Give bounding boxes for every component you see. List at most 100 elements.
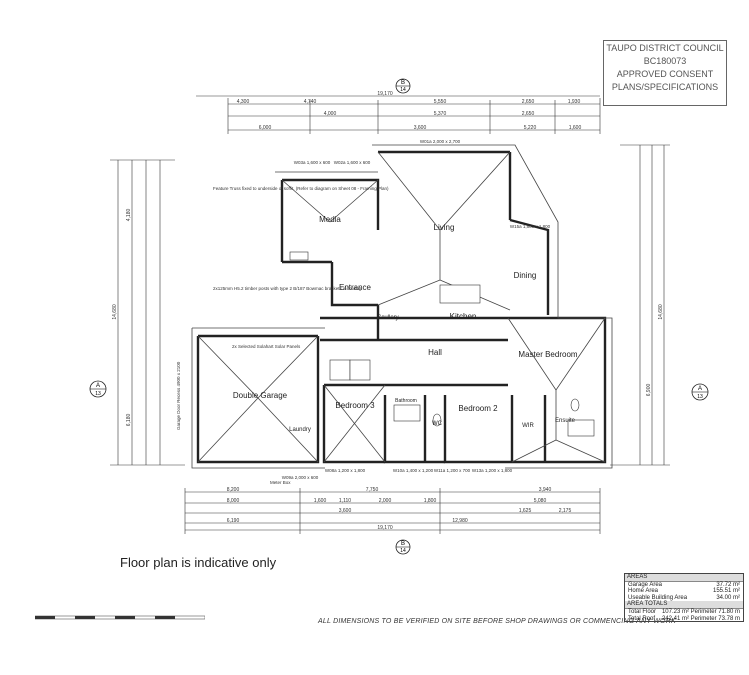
dim-top-4: 2,650 (522, 99, 535, 105)
window-w11a: W11a 1,200 x 700 (434, 468, 471, 473)
dim-top-overall: 19,170 (377, 91, 393, 97)
areas-totals-header: AREA TOTALS (625, 601, 743, 609)
room-double-garage: Double Garage (233, 391, 288, 400)
dim-top-5: 1,930 (568, 99, 581, 105)
areas-total-row: Total Floor 107.23 m² Perimeter 71.80 m (625, 609, 743, 616)
dim-left-overall: 14,680 (112, 304, 118, 320)
dim-bottom-13: 6,190 (227, 518, 240, 524)
marker-left-letter: A (96, 383, 100, 389)
dim-bottom-12: 2,175 (559, 508, 572, 514)
marker-bottom-letter: B (401, 541, 405, 547)
annotation-solar-panels: 2x Selected Solahart Solar Panels (232, 344, 301, 349)
marker-right-sheet: 13 (697, 394, 703, 400)
dim-bottom-2: 7,750 (366, 487, 379, 493)
areas-row: Home Area 155.51 m² (625, 588, 743, 595)
room-kitchen: Kitchen (450, 312, 477, 321)
areas-row-label: Home Area (628, 588, 659, 595)
areas-row: Useable Building Area 34.00 m² (625, 595, 743, 602)
marker-top-sheet: 14 (400, 87, 406, 93)
window-w15a: W15a 1,800 x 1,800 (510, 224, 551, 229)
room-bedroom3: Bedroom 3 (335, 401, 375, 410)
areas-total-value: 107.23 m² Perimeter 71.80 m (661, 608, 740, 615)
room-scullery: Scullery (377, 315, 398, 321)
annotation-timber-posts: 2x125mm H5.2 timber posts with type 2 B/… (213, 286, 362, 291)
room-media: Media (319, 215, 341, 224)
areas-total-label: Total Floor (628, 608, 657, 615)
dim-top-8: 2,650 (522, 111, 535, 117)
dim-bottom-overall: 19,170 (377, 525, 393, 531)
room-ensuite: Ensuite (555, 418, 576, 424)
dim-bottom-9: 5,080 (534, 498, 547, 504)
stamp-plans: PLANS/SPECIFICATIONS (611, 82, 719, 92)
dim-bottom-8: 1,800 (424, 498, 437, 504)
marker-bottom-sheet: 14 (400, 548, 406, 554)
areas-table: AREAS Garage Area 37.72 m² Home Area 155… (624, 573, 744, 622)
dim-bottom-14: 12,980 (452, 518, 468, 524)
areas-row: Garage Area 37.72 m² (625, 582, 743, 589)
annotation-feature-truss: Feature Truss fixed to underside of soff… (213, 186, 389, 191)
annotation-garage-door: Garage Door Recess 4900 x 2100 (176, 361, 181, 430)
room-entrance: Entrance (339, 283, 372, 292)
window-w09a: W09a 2,000 x 600 (282, 475, 319, 480)
window-w03a: W03a 1,600 x 600 (294, 160, 331, 165)
dim-top-2: 4,740 (304, 99, 317, 105)
approval-stamp: TAUPO DISTRICT COUNCIL BC180073 APPROVED… (603, 40, 727, 106)
room-wc: WC (432, 421, 443, 427)
dim-top-7: 5,370 (434, 111, 447, 117)
dim-top-1: 4,300 (237, 99, 250, 105)
areas-row-value: 155.51 m² (712, 588, 740, 595)
areas-header: AREAS (625, 574, 743, 582)
room-laundry: Laundry (289, 427, 311, 433)
dim-left-lower: 6,180 (126, 414, 132, 427)
stamp-council: TAUPO DISTRICT COUNCIL (606, 43, 724, 53)
dim-bottom-6: 1,110 (339, 498, 351, 504)
section-marker-left: A 13 (89, 380, 107, 398)
room-wir: WIR (522, 423, 534, 429)
dim-right-lower: 6,900 (646, 384, 652, 397)
areas-total-row: Total Roof 242.41 m² Perimeter 73.78 m (625, 616, 743, 623)
areas-total-value: 242.41 m² Perimeter 73.78 m (661, 615, 740, 622)
stamp-consent-number: BC180073 (643, 56, 687, 66)
areas-row-value: 34.00 m² (716, 594, 740, 601)
section-marker-right: A 13 (691, 383, 709, 401)
areas-row-value: 37.72 m² (716, 581, 740, 588)
window-w02a: W02a 1,600 x 600 (334, 160, 371, 165)
marker-left-sheet: 13 (95, 391, 101, 397)
marker-top-letter: B (401, 80, 405, 86)
dim-bottom-5: 1,600 (314, 498, 327, 504)
room-dining: Dining (514, 271, 537, 280)
indicative-note: Floor plan is indicative only (120, 555, 277, 570)
room-living: Living (434, 223, 455, 232)
verify-footnote: ALL DIMENSIONS TO BE VERIFIED ON SITE BE… (318, 618, 676, 625)
window-w10a: W10a 1,400 x 1,200 (393, 468, 434, 473)
dim-top-11: 5,220 (524, 125, 537, 131)
areas-row-label: Garage Area (628, 581, 663, 588)
scale-bar (35, 615, 205, 620)
dim-top-6: 4,000 (324, 111, 337, 117)
room-master-bedroom: Master Bedroom (518, 350, 577, 359)
room-hall: Hall (428, 348, 442, 357)
areas-total-label: Total Roof (628, 615, 656, 622)
window-w01a: W01a 2,000 x 2,700 (420, 139, 461, 144)
stamp-approved: APPROVED CONSENT (616, 69, 714, 79)
dim-bottom-11: 1,625 (519, 508, 532, 514)
dim-bottom-4: 8,000 (227, 498, 240, 504)
window-w08a: W08a 1,200 x 1,800 (325, 468, 366, 473)
room-bedroom2: Bedroom 2 (458, 404, 498, 413)
dim-left-upper: 4,180 (126, 209, 132, 222)
annotation-meter-box: Meter Box (270, 480, 291, 485)
section-marker-bottom: B 14 (395, 539, 411, 555)
dim-bottom-10: 3,600 (339, 508, 352, 514)
dim-bottom-1: 8,200 (227, 487, 240, 493)
section-marker-top: B 14 (395, 78, 411, 94)
dim-top-9: 6,000 (259, 125, 272, 131)
marker-right-letter: A (698, 386, 702, 392)
areas-row-label: Useable Building Area (628, 594, 688, 601)
dim-top-3: 5,550 (434, 99, 447, 105)
dim-bottom-7: 2,000 (379, 498, 392, 504)
dim-bottom-3: 3,940 (539, 487, 552, 493)
dim-top-12: 1,600 (569, 125, 582, 131)
dim-top-10: 3,600 (414, 125, 427, 131)
room-bathroom: Bathroom (395, 398, 417, 404)
